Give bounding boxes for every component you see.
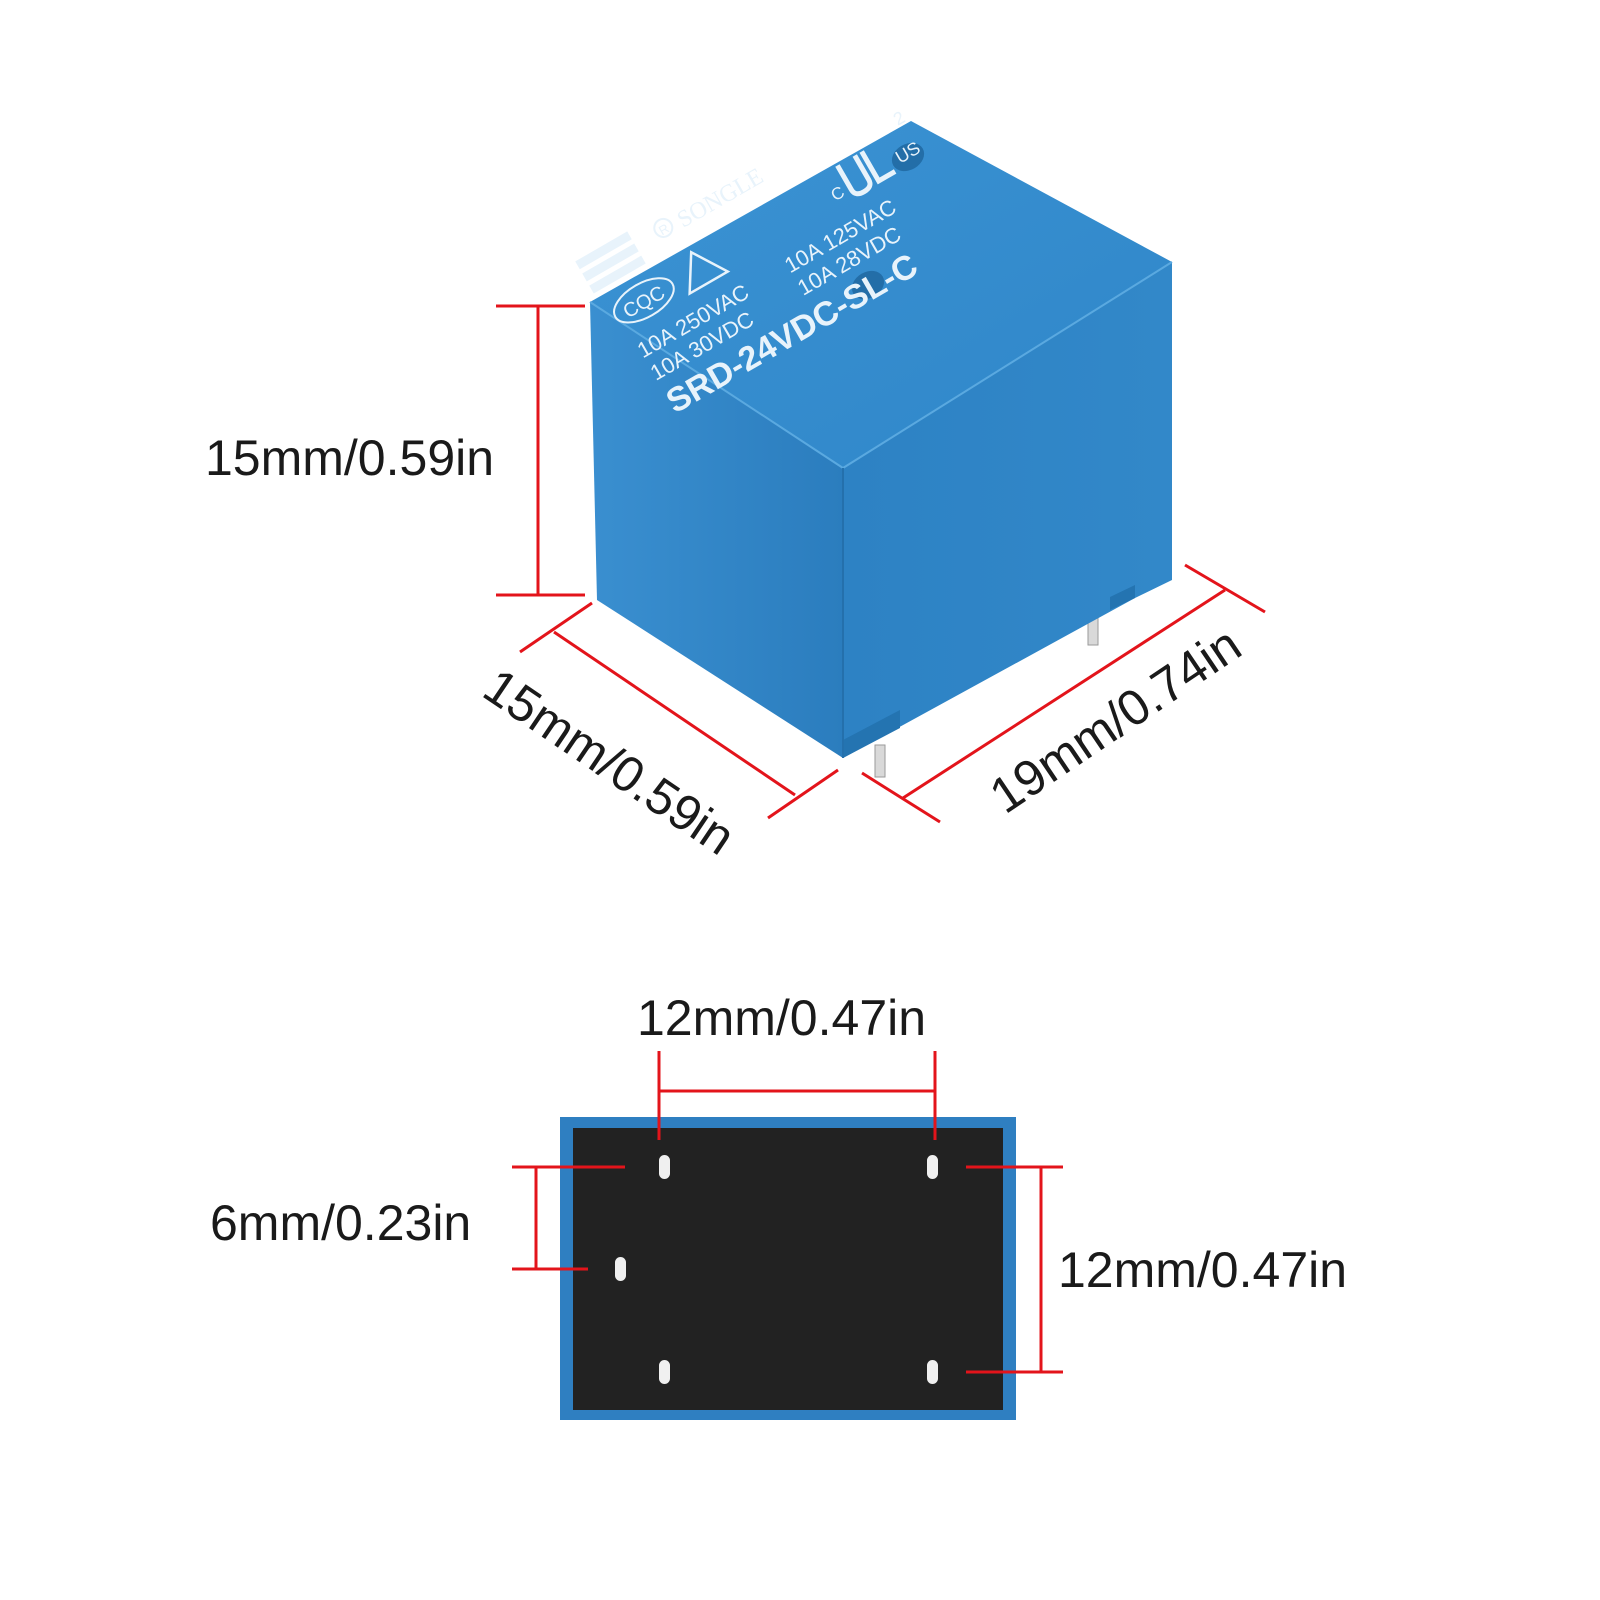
dimension-tick: [1184, 563, 1266, 614]
dimension-pin-spacing-right-label: 12mm/0.47in: [1058, 1242, 1347, 1298]
relay-foot: [843, 710, 900, 758]
relay-bottom-view: [560, 1117, 1016, 1420]
relay-foot: [1110, 585, 1135, 610]
dimension-width-label: 15mm/0.59in: [474, 658, 745, 866]
ul-mark-icon: [835, 150, 897, 197]
pin-hole: [927, 1155, 938, 1179]
relay-side-face: [843, 262, 1172, 758]
pin-hole: [659, 1155, 670, 1179]
relay-top-face: [590, 121, 1172, 468]
dimension-line: [902, 588, 1226, 800]
relay-top-hole: [851, 270, 885, 300]
relay-3d-view: SONGLE R CQC 2 C US 10A 250VAC 10A 125VA…: [575, 107, 1173, 778]
relay-top-hole: [891, 142, 925, 172]
songle-logo-icon: [575, 231, 646, 294]
dimension-pin-spacing-right: 12mm/0.47in: [966, 1165, 1347, 1374]
relay-pin: [874, 744, 886, 778]
dimension-pin-spacing-top-label: 12mm/0.47in: [637, 990, 926, 1046]
dimension-tick: [519, 601, 593, 654]
pin-hole: [927, 1360, 938, 1384]
dimension-pin-spacing-top: 12mm/0.47in: [637, 990, 937, 1140]
dimension-tick: [767, 768, 839, 820]
dimension-height-label: 15mm/0.59in: [205, 430, 494, 486]
relay-front-face: [590, 302, 843, 758]
dimension-pin-offset-left: 6mm/0.23in: [210, 1165, 625, 1271]
triangle-mark-icon: [688, 250, 731, 296]
dimension-pin-offset-left-label: 6mm/0.23in: [210, 1195, 471, 1251]
dimension-tick: [861, 771, 941, 824]
pin-hole: [659, 1360, 670, 1384]
dimension-line: [553, 630, 796, 797]
relay-base: [573, 1128, 1003, 1410]
pin-hole: [615, 1257, 626, 1281]
dimension-height: 15mm/0.59in: [205, 304, 585, 597]
